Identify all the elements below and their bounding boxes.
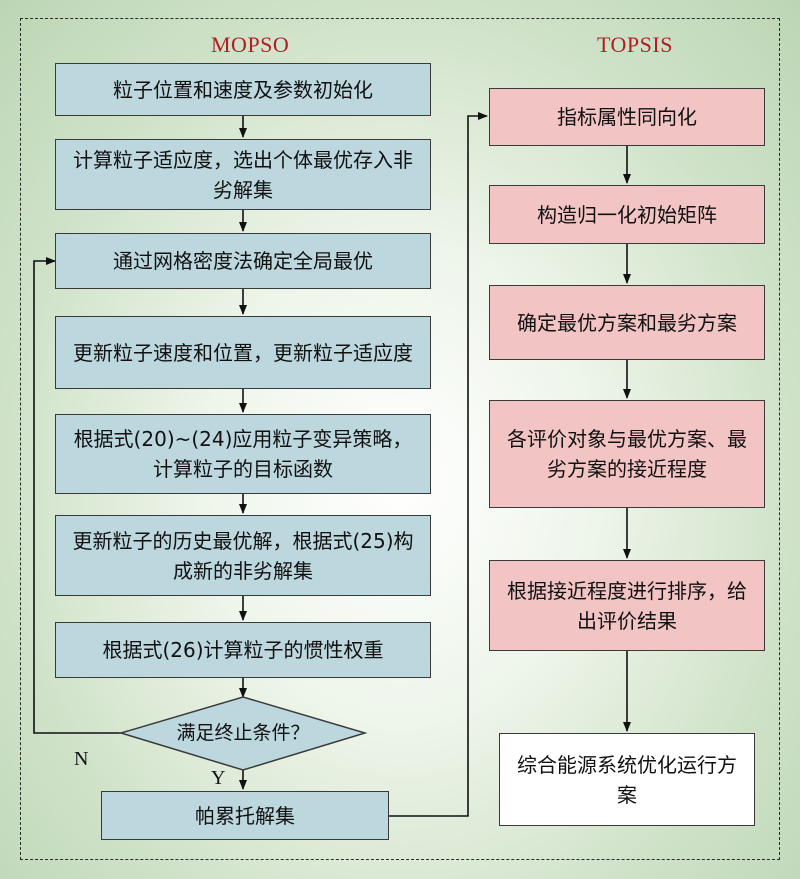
topsis-step-4: 各评价对象与最优方案、最劣方案的接近程度 [489, 400, 765, 508]
result-box: 综合能源系统优化运行方案 [499, 733, 755, 826]
mopso-step-4: 更新粒子速度和位置，更新粒子适应度 [55, 316, 431, 389]
branch-yes-label: Y [211, 767, 226, 789]
mopso-step-6: 更新粒子的历史最优解，根据式(25)构成新的非劣解集 [55, 515, 431, 596]
topsis-step-3: 确定最优方案和最劣方案 [489, 285, 765, 360]
branch-no-label: N [74, 748, 89, 770]
topsis-step-1: 指标属性同向化 [489, 88, 765, 146]
mopso-step-5: 根据式(20)~(24)应用粒子变异策略，计算粒子的目标函数 [55, 414, 431, 494]
topsis-title: TOPSIS [597, 32, 673, 57]
mopso-step-7: 根据式(26)计算粒子的惯性权重 [55, 622, 431, 678]
topsis-step-2: 构造归一化初始矩阵 [489, 185, 765, 244]
mopso-step-1: 粒子位置和速度及参数初始化 [55, 63, 431, 116]
mopso-title: MOPSO [211, 32, 290, 57]
mopso-step-3: 通过网格密度法确定全局最优 [55, 233, 431, 289]
dashed-frame [20, 18, 780, 860]
decision-diamond [118, 696, 368, 771]
decision-label: 满足终止条件？ [176, 722, 310, 744]
pareto-set-box: 帕累托解集 [101, 791, 389, 840]
mopso-step-2: 计算粒子适应度，选出个体最优存入非劣解集 [55, 139, 431, 210]
topsis-step-5: 根据接近程度进行排序，给出评价结果 [489, 560, 765, 651]
